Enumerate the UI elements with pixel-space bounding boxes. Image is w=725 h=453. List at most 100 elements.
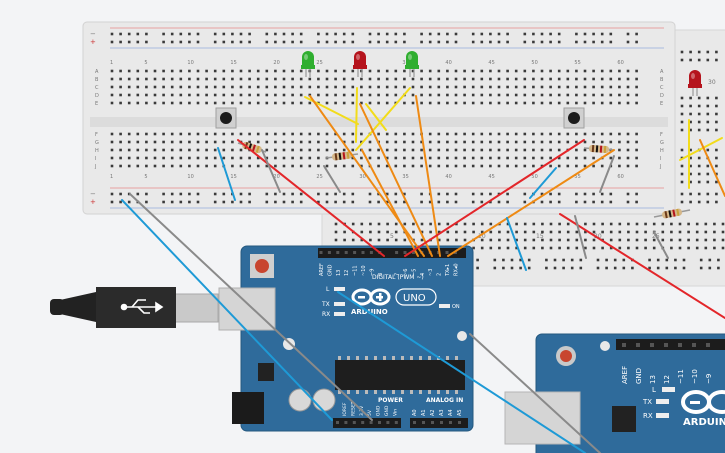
breadboard-hole[interactable] bbox=[145, 69, 148, 73]
breadboard-hole[interactable] bbox=[231, 69, 234, 73]
breadboard-hole[interactable] bbox=[480, 222, 484, 226]
breadboard-hole[interactable] bbox=[196, 140, 200, 144]
breadboard-hole[interactable] bbox=[540, 156, 544, 160]
breadboard-hole[interactable] bbox=[600, 140, 604, 144]
breadboard-hole[interactable] bbox=[532, 69, 535, 73]
breadboard-hole[interactable] bbox=[622, 258, 626, 262]
breadboard-hole[interactable] bbox=[119, 200, 122, 204]
breadboard-hole[interactable] bbox=[342, 40, 346, 44]
breadboard-hole[interactable] bbox=[715, 192, 718, 196]
breadboard-hole[interactable] bbox=[342, 77, 346, 81]
breadboard-hole[interactable] bbox=[476, 258, 479, 262]
digital-header-main[interactable] bbox=[318, 248, 466, 258]
breadboard-hole[interactable] bbox=[342, 69, 346, 73]
breadboard-hole[interactable] bbox=[519, 266, 522, 270]
breadboard-hole[interactable] bbox=[153, 156, 157, 160]
wire-orange-6[interactable] bbox=[699, 139, 725, 197]
breadboard-hole[interactable] bbox=[136, 32, 140, 36]
header-pin[interactable] bbox=[378, 421, 381, 424]
breadboard-hole[interactable] bbox=[502, 258, 505, 262]
breadboard-hole[interactable] bbox=[162, 40, 165, 44]
breadboard-hole[interactable] bbox=[377, 93, 380, 97]
breadboard-hole[interactable] bbox=[420, 200, 423, 204]
breadboard-hole[interactable] bbox=[706, 164, 710, 168]
breadboard-hole[interactable] bbox=[463, 222, 467, 226]
header-pin[interactable] bbox=[650, 343, 654, 347]
breadboard-hole[interactable] bbox=[635, 238, 639, 242]
breadboard-hole[interactable] bbox=[471, 32, 475, 36]
breadboard-hole[interactable] bbox=[136, 85, 140, 89]
breadboard-hole[interactable] bbox=[454, 69, 458, 73]
breadboard-hole[interactable] bbox=[592, 156, 595, 160]
breadboard-hole[interactable] bbox=[514, 77, 518, 81]
breadboard-hole[interactable] bbox=[291, 140, 294, 144]
breadboard-hole[interactable] bbox=[351, 93, 355, 97]
breadboard-hole[interactable] bbox=[377, 132, 380, 136]
breadboard-hole[interactable] bbox=[622, 266, 626, 270]
breadboard-hole[interactable] bbox=[680, 50, 684, 54]
breadboard-hole[interactable] bbox=[480, 238, 484, 242]
breadboard-hole[interactable] bbox=[471, 200, 475, 204]
breadboard-hole[interactable] bbox=[687, 222, 690, 226]
breadboard-hole[interactable] bbox=[394, 40, 398, 44]
breadboard-hole[interactable] bbox=[549, 246, 553, 250]
breadboard-hole[interactable] bbox=[403, 132, 406, 136]
header-pin[interactable] bbox=[369, 251, 373, 254]
breadboard-hole[interactable] bbox=[369, 222, 372, 226]
breadboard-hole[interactable] bbox=[196, 77, 200, 81]
breadboard-hole[interactable] bbox=[265, 93, 269, 97]
breadboard-hole[interactable] bbox=[523, 85, 527, 89]
analog-header[interactable] bbox=[410, 418, 468, 428]
breadboard-hole[interactable] bbox=[437, 101, 441, 105]
breadboard-hole[interactable] bbox=[454, 140, 458, 144]
breadboard-hole[interactable] bbox=[231, 140, 234, 144]
breadboard-hole[interactable] bbox=[627, 230, 630, 234]
breadboard-hole[interactable] bbox=[162, 156, 165, 160]
breadboard-hole[interactable] bbox=[682, 258, 686, 262]
header-pin[interactable] bbox=[386, 421, 390, 424]
breadboard-hole[interactable] bbox=[222, 40, 226, 44]
breadboard-hole[interactable] bbox=[291, 93, 294, 97]
breadboard-hole[interactable] bbox=[600, 40, 604, 44]
breadboard-hole[interactable] bbox=[497, 40, 501, 44]
breadboard-hole[interactable] bbox=[334, 93, 337, 97]
breadboard-hole[interactable] bbox=[635, 200, 638, 204]
breadboard-hole[interactable] bbox=[549, 148, 552, 152]
breadboard-hole[interactable] bbox=[153, 93, 157, 97]
breadboard-hole[interactable] bbox=[618, 164, 621, 168]
breadboard-hole[interactable] bbox=[635, 246, 639, 250]
breadboard-hole[interactable] bbox=[678, 222, 682, 226]
breadboard-hole[interactable] bbox=[291, 164, 294, 168]
breadboard-hole[interactable] bbox=[523, 140, 527, 144]
breadboard-hole[interactable] bbox=[110, 164, 114, 168]
breadboard-hole[interactable] bbox=[706, 120, 710, 124]
breadboard-hole[interactable] bbox=[403, 156, 406, 160]
breadboard-hole[interactable] bbox=[351, 85, 355, 89]
breadboard-hole[interactable] bbox=[239, 40, 243, 44]
breadboard-hole[interactable] bbox=[541, 230, 544, 234]
breadboard-hole[interactable] bbox=[489, 238, 493, 242]
breadboard-hole[interactable] bbox=[188, 77, 191, 81]
header-pin[interactable] bbox=[622, 343, 626, 347]
breadboard-hole[interactable] bbox=[265, 132, 269, 136]
breadboard-hole[interactable] bbox=[489, 246, 493, 250]
breadboard-hole[interactable] bbox=[385, 69, 389, 73]
breadboard-hole[interactable] bbox=[583, 148, 587, 152]
breadboard-hole[interactable] bbox=[196, 156, 200, 160]
breadboard-hole[interactable] bbox=[689, 164, 692, 168]
breadboard-hole[interactable] bbox=[626, 85, 630, 89]
breadboard-hole[interactable] bbox=[334, 230, 338, 234]
breadboard-hole[interactable] bbox=[549, 85, 552, 89]
breadboard-hole[interactable] bbox=[446, 77, 449, 81]
breadboard-hole[interactable] bbox=[605, 258, 608, 262]
breadboard-hole[interactable] bbox=[213, 200, 217, 204]
breadboard-hole[interactable] bbox=[231, 156, 234, 160]
breadboard-hole[interactable] bbox=[119, 40, 122, 44]
breadboard-hole[interactable] bbox=[497, 101, 501, 105]
breadboard-hole[interactable] bbox=[515, 238, 518, 242]
breadboard-hole[interactable] bbox=[446, 222, 450, 226]
breadboard-hole[interactable] bbox=[394, 238, 398, 242]
breadboard-hole[interactable] bbox=[239, 156, 243, 160]
breadboard-hole[interactable] bbox=[446, 93, 449, 97]
breadboard-hole[interactable] bbox=[557, 69, 561, 73]
